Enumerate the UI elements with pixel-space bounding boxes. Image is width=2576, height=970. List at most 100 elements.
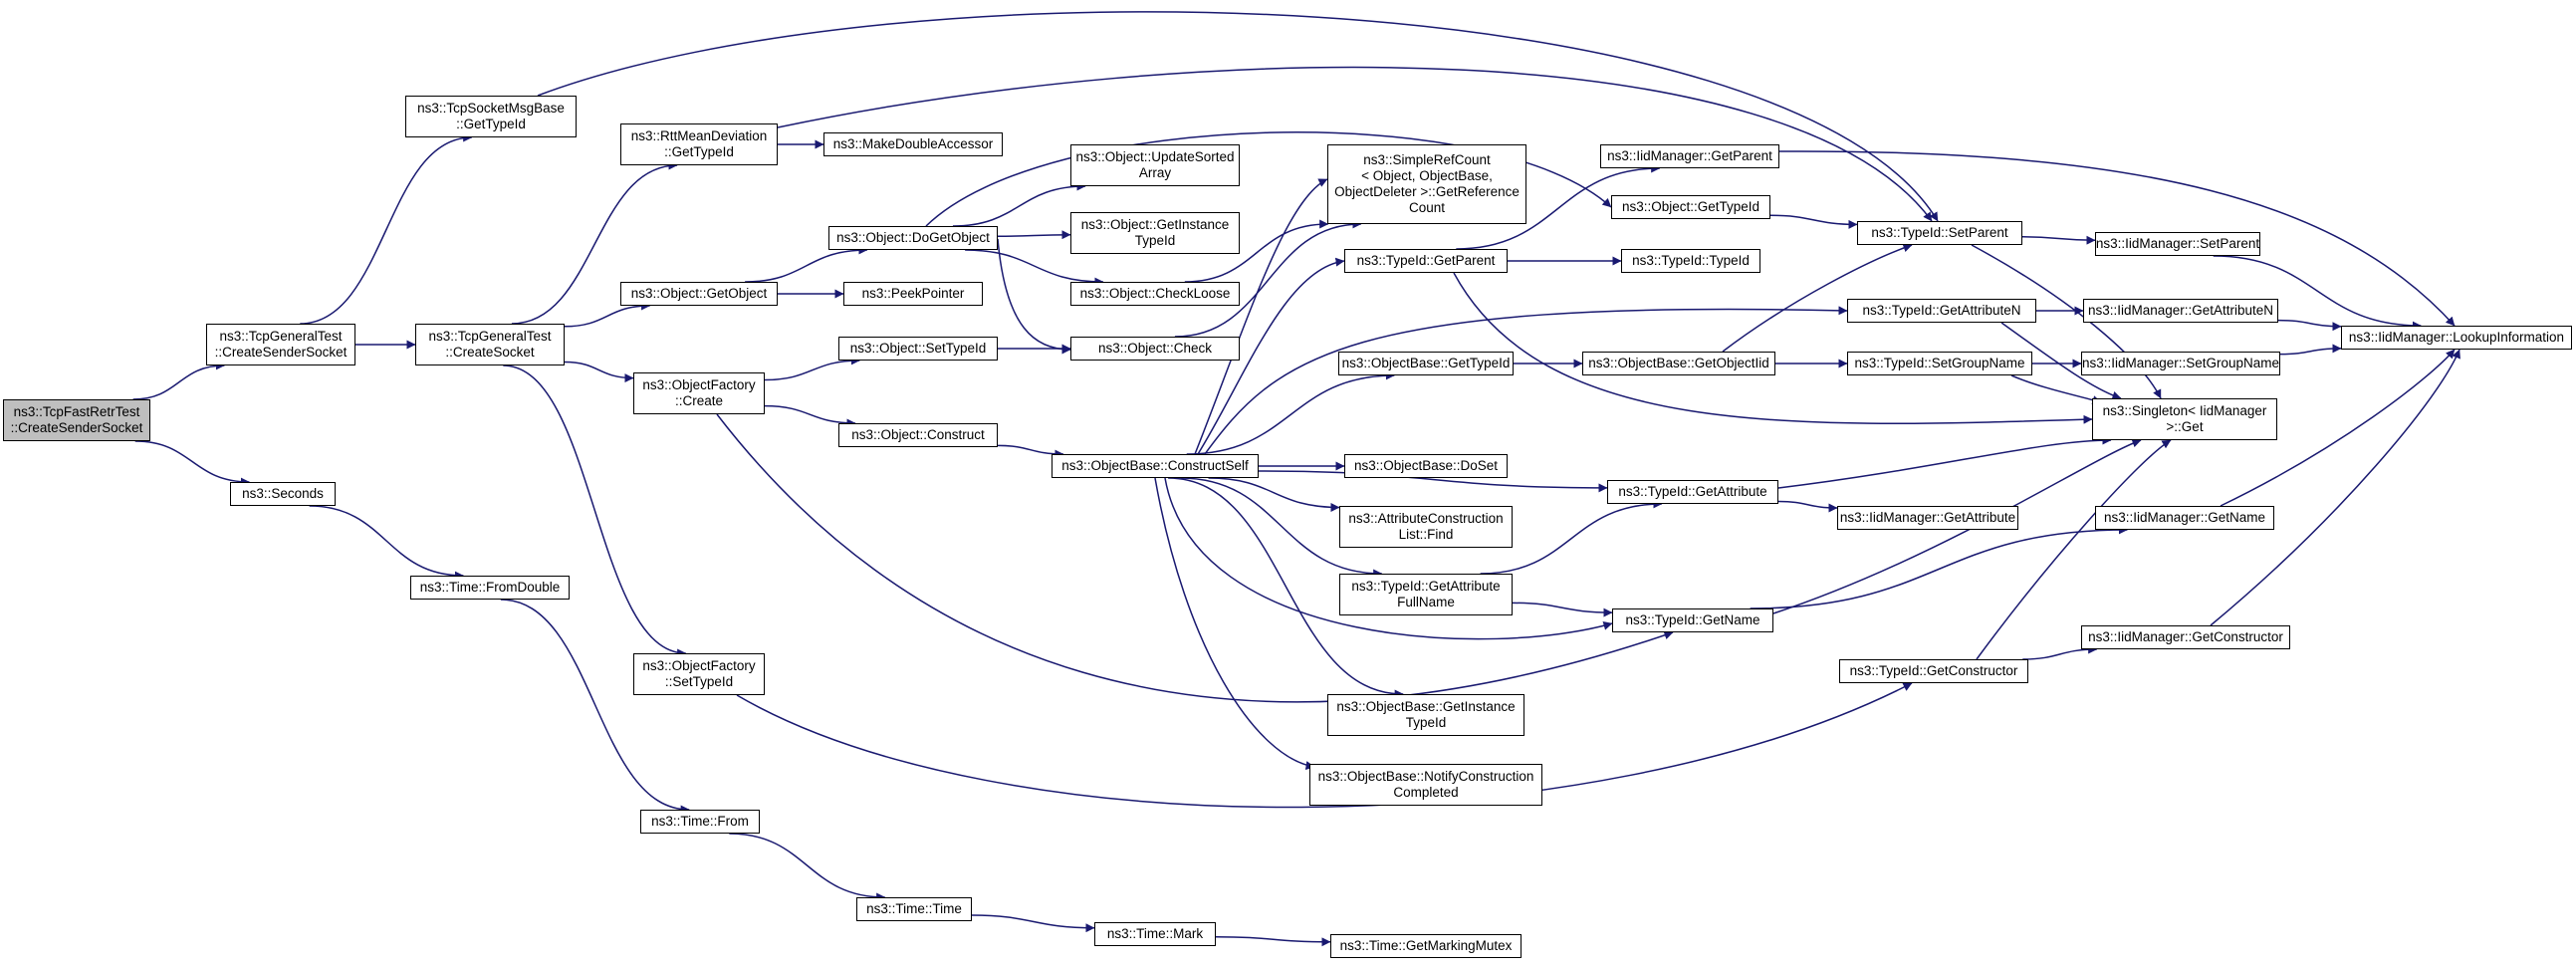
graph-node-sec[interactable]: ns3::Seconds — [230, 482, 336, 506]
graph-node-tid-gc[interactable]: ns3::TypeId::GetConstructor — [1839, 659, 2028, 683]
node-label-line: ns3::IidManager::SetParent — [2095, 236, 2260, 251]
graph-node-iid-gp[interactable]: ns3::IidManager::GetParent — [1600, 144, 1779, 168]
graph-node-rtt[interactable]: ns3::RttMeanDeviation::GetTypeId — [620, 123, 778, 165]
node-label-line: ns3::TcpSocketMsgBase — [417, 101, 565, 116]
graph-node-time-from[interactable]: ns3::Time::From — [640, 810, 760, 834]
node-label-line: ns3::ObjectBase::GetInstance — [1336, 699, 1516, 714]
node-label-line: ns3::IidManager::GetAttributeN — [2087, 303, 2274, 318]
call-edge-check-to-srefc — [1174, 219, 1362, 338]
node-label-line: ::Create — [674, 393, 724, 408]
call-edge-dgo-to-usa — [952, 181, 1086, 227]
node-label-line: ns3::Object::Check — [1097, 341, 1213, 356]
graph-node-dos[interactable]: ns3::ObjectBase::DoSet — [1344, 454, 1508, 478]
node-label-line: ns3::Object::DoGetObject — [836, 230, 990, 245]
graph-node-root[interactable]: ns3::TcpFastRetrTest::CreateSenderSocket — [3, 399, 150, 441]
call-edge-cself-to-srefc — [1194, 178, 1328, 455]
call-edge-tsmb-to-tid_sp — [537, 11, 1939, 222]
node-label-line: ::CreateSenderSocket — [10, 420, 143, 435]
call-edge-of_create-to-tid_gn — [716, 413, 1674, 703]
graph-node-gmm[interactable]: ns3::Time::GetMarkingMutex — [1330, 934, 1522, 958]
node-label-line: ::CreateSocket — [445, 345, 535, 360]
node-label-line: ::GetTypeId — [664, 144, 734, 159]
graph-node-construct[interactable]: ns3::Object::Construct — [838, 423, 998, 447]
graph-node-tid-gan[interactable]: ns3::TypeId::GetAttributeN — [1847, 299, 2036, 323]
graph-node-singleton[interactable]: ns3::Singleton< IidManager>::Get — [2092, 398, 2277, 440]
graph-node-ob-goi[interactable]: ns3::ObjectBase::GetObjectIid — [1582, 352, 1775, 375]
call-edge-of_settid-to-tid_gc — [736, 682, 1913, 809]
graph-node-cl[interactable]: ns3::Object::CheckLoose — [1070, 282, 1240, 306]
graph-node-iid-sp[interactable]: ns3::IidManager::SetParent — [2095, 232, 2260, 256]
graph-node-iid-li[interactable]: ns3::IidManager::LookupInformation — [2341, 326, 2572, 350]
graph-node-cself[interactable]: ns3::ObjectBase::ConstructSelf — [1052, 454, 1259, 478]
graph-node-of-settid[interactable]: ns3::ObjectFactory::SetTypeId — [633, 653, 765, 695]
graph-node-fromdouble[interactable]: ns3::Time::FromDouble — [410, 576, 570, 600]
graph-node-srefc[interactable]: ns3::SimpleRefCount< Object, ObjectBase,… — [1327, 144, 1526, 224]
node-label-line: ns3::Time::GetMarkingMutex — [1339, 938, 1513, 953]
graph-node-tid-ga[interactable]: ns3::TypeId::GetAttribute — [1607, 480, 1778, 504]
graph-node-tid-tid[interactable]: ns3::TypeId::TypeId — [1621, 249, 1760, 273]
call-edge-dgo-to-obj_gtid — [925, 131, 1612, 227]
graph-node-dgo[interactable]: ns3::Object::DoGetObject — [828, 226, 998, 250]
graph-node-gt-cs[interactable]: ns3::TcpGeneralTest::CreateSocket — [415, 324, 565, 365]
graph-node-check[interactable]: ns3::Object::Check — [1070, 337, 1240, 361]
graph-node-iid-gn[interactable]: ns3::IidManager::GetName — [2095, 506, 2274, 530]
graph-node-obj-gtid[interactable]: ns3::Object::GetTypeId — [1611, 195, 1770, 219]
call-edge-gt_css-to-tsmb — [300, 132, 473, 325]
call-edge-fromdouble-to-time_from — [500, 599, 690, 815]
node-label-line: ns3::RttMeanDeviation — [630, 128, 768, 143]
graph-node-tid-gn[interactable]: ns3::TypeId::GetName — [1612, 608, 1773, 632]
graph-node-mda[interactable]: ns3::MakeDoubleAccessor — [823, 132, 1003, 156]
node-label-line: ::CreateSenderSocket — [214, 345, 348, 360]
graph-node-of-create[interactable]: ns3::ObjectFactory::Create — [633, 372, 765, 414]
graph-node-tid-sgn[interactable]: ns3::TypeId::SetGroupName — [1847, 352, 2032, 375]
call-edge-iid_gc-to-iid_li — [2210, 349, 2460, 626]
node-label-line: ns3::Time::From — [651, 814, 749, 829]
node-label-line: ns3::TcpFastRetrTest — [13, 404, 140, 419]
node-label-line: ns3::SimpleRefCount — [1363, 152, 1491, 167]
graph-node-time-time[interactable]: ns3::Time::Time — [856, 897, 972, 921]
graph-node-settid[interactable]: ns3::Object::SetTypeId — [838, 337, 998, 361]
node-label-line: Count — [1408, 200, 1446, 215]
node-label-line: ns3::AttributeConstruction — [1348, 511, 1504, 526]
graph-node-tid-sp[interactable]: ns3::TypeId::SetParent — [1857, 221, 2022, 245]
node-label-line: ns3::Object::Construct — [851, 427, 985, 442]
node-label-line: ns3::ObjectBase::ConstructSelf — [1061, 458, 1249, 473]
node-label-line: TypeId — [1134, 233, 1176, 248]
graph-node-peek[interactable]: ns3::PeekPointer — [843, 282, 983, 306]
node-label-line: ns3::TypeId::GetAttribute — [1618, 484, 1767, 499]
graph-node-iid-sgn[interactable]: ns3::IidManager::SetGroupName — [2081, 352, 2280, 375]
call-edge-tid_gp-to-iid_gp — [1456, 163, 1661, 250]
node-label-line: ns3::Object::CheckLoose — [1079, 286, 1231, 301]
call-edge-cl-to-srefc — [1184, 219, 1329, 283]
call-edge-tid_gc-to-singleton — [1976, 439, 2172, 660]
call-edge-iid_gp-to-iid_li — [1778, 150, 2456, 327]
graph-node-iid-gan[interactable]: ns3::IidManager::GetAttributeN — [2083, 299, 2278, 323]
graph-node-tid-gp[interactable]: ns3::TypeId::GetParent — [1344, 249, 1508, 273]
graph-node-gt-css[interactable]: ns3::TcpGeneralTest::CreateSenderSocket — [206, 324, 355, 365]
call-edge-of_create-to-settid — [764, 356, 860, 381]
graph-node-iid-ga[interactable]: ns3::IidManager::GetAttribute — [1837, 506, 2018, 530]
node-label-line: ns3::ObjectFactory — [642, 377, 756, 392]
graph-node-tsmb[interactable]: ns3::TcpSocketMsgBase::GetTypeId — [405, 96, 577, 137]
node-label-line: ns3::ObjectBase::DoSet — [1353, 458, 1499, 473]
graph-node-ob-gtid[interactable]: ns3::ObjectBase::GetTypeId — [1338, 352, 1514, 375]
call-edge-time_from-to-time_time — [729, 833, 886, 902]
call-edge-iid_sp-to-iid_li — [2213, 255, 2422, 331]
graph-node-mark[interactable]: ns3::Time::Mark — [1094, 922, 1216, 946]
graph-node-getobj[interactable]: ns3::Object::GetObject — [620, 282, 778, 306]
call-edge-cself-to-acl — [1208, 477, 1340, 512]
node-label-line: ::GetTypeId — [456, 117, 526, 131]
call-edge-obj_gtid-to-tid_sp — [1769, 214, 1858, 229]
node-label-line: ns3::IidManager::GetName — [2103, 510, 2266, 525]
graph-node-iid-gc[interactable]: ns3::IidManager::GetConstructor — [2081, 625, 2290, 649]
call-edge-gt_cs-to-getobj — [564, 301, 651, 328]
call-edge-iid_gn-to-iid_li — [2220, 349, 2456, 507]
node-label-line: ns3::ObjectBase::GetTypeId — [1341, 356, 1511, 370]
